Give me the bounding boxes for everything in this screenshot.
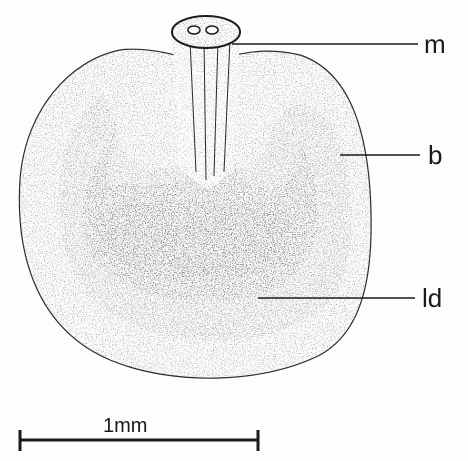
label-m: m	[424, 29, 446, 59]
stalk-cap	[172, 16, 240, 48]
label-ld: ld	[422, 283, 442, 313]
label-b: b	[428, 140, 442, 170]
stalk	[172, 32, 240, 190]
scale-bar-label: 1mm	[103, 415, 147, 437]
